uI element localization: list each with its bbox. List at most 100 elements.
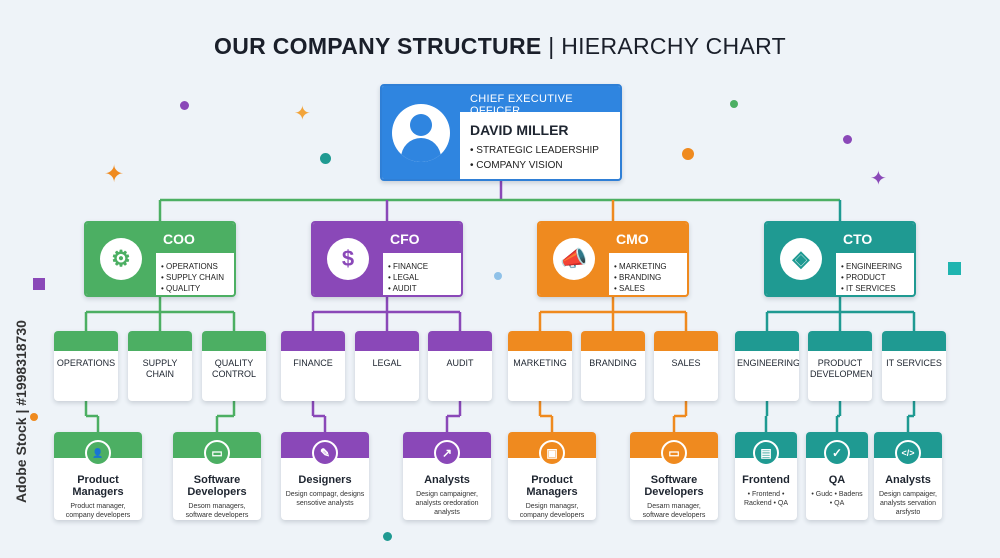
dept-header [808,331,872,351]
shield-check-icon: ✓ [824,440,850,466]
dept-coo: SUPPLY CHAIN [128,331,192,401]
dept-label: MARKETING [513,358,567,368]
dot-decoration [682,148,694,160]
card-title: Product Managers [72,474,124,498]
team-card: ✓QA• Gudc • Badens • QA [806,432,868,520]
dept-coo: QUALITY CONTROL [202,331,266,401]
dept-cto: IT SERVICES [882,331,946,401]
dept-label: BRANDING [589,358,637,368]
dot-decoration [383,532,392,541]
cfo-bullets: • FINANCE• LEGAL• AUDIT [388,261,428,294]
user-gear-icon: 👤 [85,440,111,466]
title-subtitle: HIERARCHY CHART [561,33,786,59]
card-description: Design compagr, designs sensotive analys… [285,491,365,507]
exec-bullet-text: SALES [619,284,645,293]
card-title: Frontend [742,474,790,486]
code-icon: </> [895,440,921,466]
gears-icon-glyph: ⚙ [100,238,142,280]
exec-bullet-text: BRANDING [619,273,662,282]
growth-chart-icon: ↗ [434,440,460,466]
card-title: QA [828,474,846,486]
dollar-coin-icon-glyph: $ [327,238,369,280]
dept-header [654,331,718,351]
dollar-coin-icon: $ [313,223,383,295]
dept-cfo: AUDIT [428,331,492,401]
card-title: Product Managers [526,474,578,498]
dept-cfo: FINANCE [281,331,345,401]
dept-cmo: BRANDING [581,331,645,401]
dept-label: SALES [671,358,701,368]
megaphone-icon: 📣 [539,223,609,295]
dept-cto: ENGINEERING [735,331,799,401]
exec-bullet: • ENGINEERING [841,262,903,271]
exec-bullet: • QUALITY CONTROL [161,283,234,295]
ceo-bullet: COMPANY VISION [476,160,563,171]
cfo-box: $CFO• FINANCE• LEGAL• AUDIT [311,221,463,297]
coo-box: ⚙ COO • OPERATIONS • SUPPLY CHAIN• QUALITY … [84,221,236,297]
dept-label: IT SERVICES [886,358,942,368]
exec-bullet: • IT SERVICES [841,284,896,293]
dept-header [128,331,192,351]
card-description: Design campaigner, analysts oredoration … [415,491,479,516]
exec-bullet: • FINANCE [388,262,429,271]
dept-header [355,331,419,351]
dept-header [54,331,118,351]
dept-header [281,331,345,351]
coo-title: COO [156,223,234,253]
exec-bullet: • SUPPLY CHAIN [161,273,224,282]
brush-icon: ✎ [312,440,338,466]
exec-bullet-text: ENGINEERING [846,262,903,271]
cmo-box: 📣CMO• MARKETING• BRANDING• SALES [537,221,689,297]
title-separator: | [548,33,555,59]
card-description: Desom managers, software developers [185,503,249,519]
browser-icon: ▤ [753,440,779,466]
coo-bullets: • OPERATIONS • SUPPLY CHAIN• QUALITY CONT… [161,261,234,295]
ceo-bullet: STRATEGIC LEADERSHIP [476,145,599,156]
ceo-role: CHIEF EXECUTIVE OFFICER [460,86,620,117]
exec-bullet-text: IT SERVICES [846,284,896,293]
dept-label: QUALITY CONTROL [211,358,256,379]
exec-bullet: • PRODUCT [841,273,886,282]
exec-bullet: • MARKETING [614,262,667,271]
page-title: OUR COMPANY STRUCTURE | HIERARCHY CHART [0,33,1000,60]
cmo-title: CMO [609,223,687,253]
chip-icon: ◈ [766,223,836,295]
card-description: Desarn manager, software developers [642,503,706,519]
square-decoration [33,278,45,290]
exec-bullet: • AUDIT [388,284,417,293]
exec-bullet: • OPERATIONS [161,262,218,271]
dept-label: OPERATIONS [56,358,116,368]
exec-bullet-text: PRODUCT [846,273,886,282]
exec-bullet-text: AUDIT [392,284,417,293]
dept-header [202,331,266,351]
exec-bullet-text: MARKETING [619,262,667,271]
dot-decoration [30,413,38,421]
card-title: Software Developers [644,474,704,498]
briefcase-icon: ▣ [539,440,565,466]
dot-decoration [730,100,738,108]
card-description: Design campaiger, analysts servation ars… [879,491,937,516]
card-title: Designers [298,474,352,486]
card-title: Software Developers [187,474,247,498]
watermark: Adobe Stock | #1998318730 [13,320,29,503]
ceo-bullets: • STRATEGIC LEADERSHIP • COMPANY VISION [470,145,599,171]
card-title: Analysts [885,474,931,486]
dept-header [581,331,645,351]
dot-decoration [320,153,331,164]
exec-bullet-text: FINANCE [393,262,429,271]
exec-bullet-text: LEGAL [393,273,419,282]
ceo-box: CHIEF EXECUTIVE OFFICER DAVID MILLER • S… [380,84,622,181]
sparkle-icon: ✦ [294,103,311,125]
dept-header [428,331,492,351]
card-description: • Frontend • Rackend • QA [743,491,789,507]
dept-label: PRODUCT DEVELOPMENT [810,358,872,379]
dept-header [882,331,946,351]
